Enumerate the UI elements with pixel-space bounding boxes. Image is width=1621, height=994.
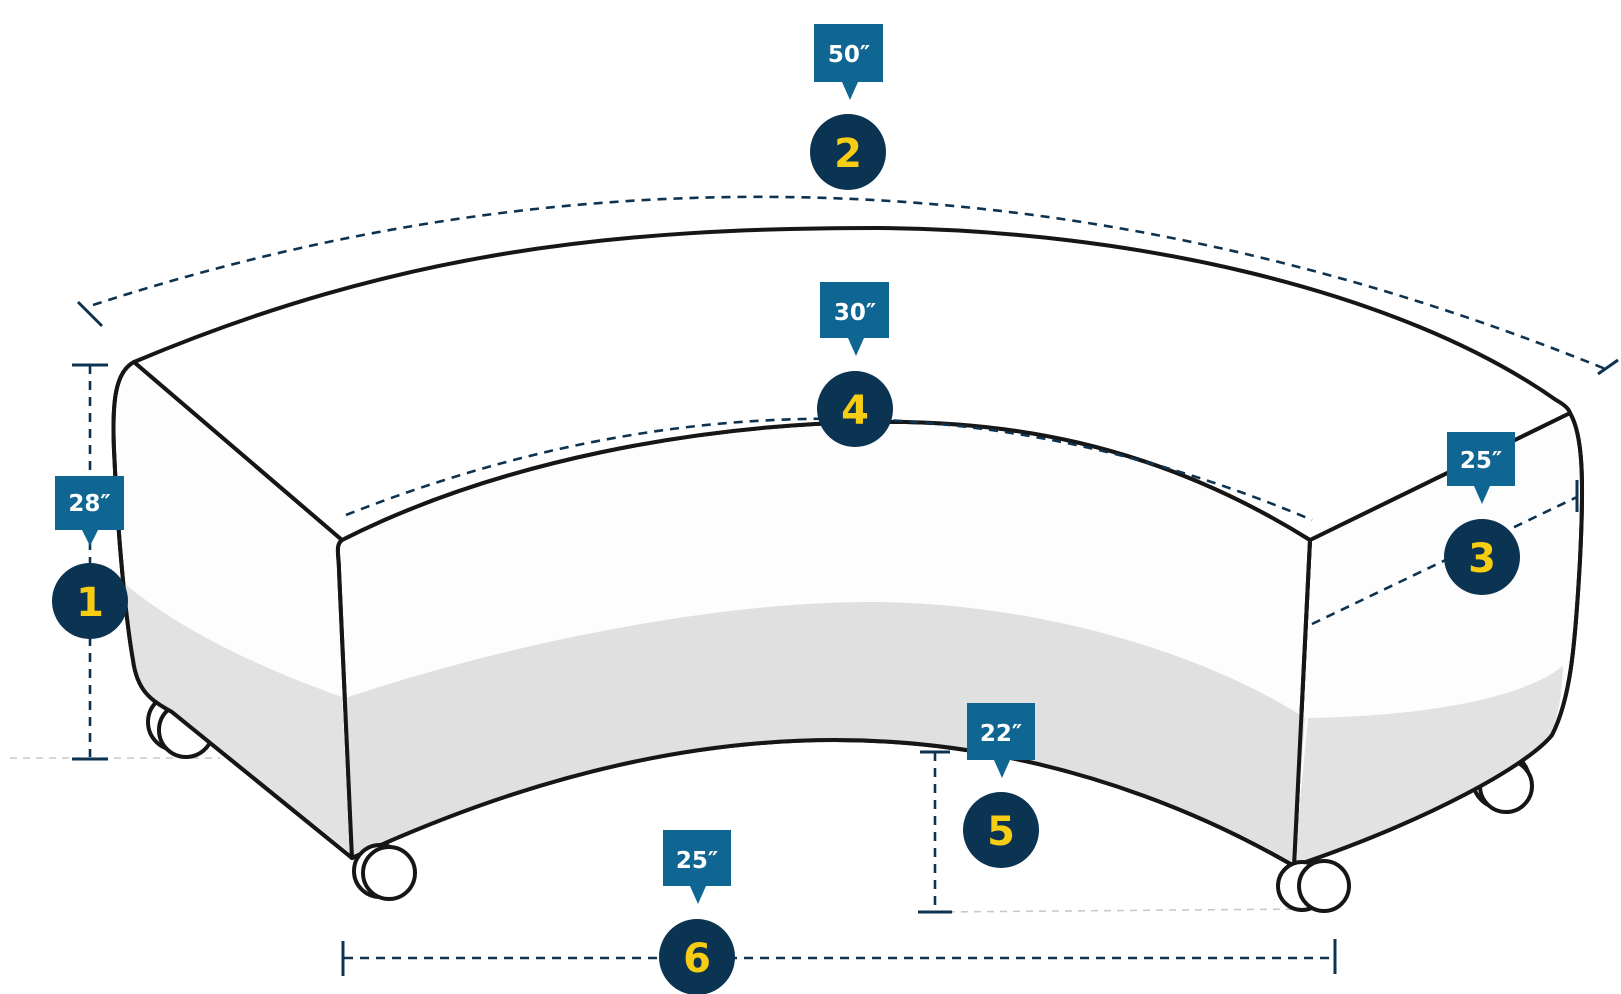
bench-front-shadow [345,602,1305,863]
badge-6 [659,919,735,994]
value-tag-1 [55,476,124,546]
value-label-5: 22″ [980,721,1022,747]
value-tag-2 [814,24,883,100]
badge-3 [1444,519,1520,595]
bench-left-side-shadow [125,584,350,853]
dimension-callout-3: 25″ 3 [1444,432,1520,595]
badge-4 [817,371,893,447]
value-tag-4 [820,282,889,356]
value-label-6: 25″ [676,848,718,874]
badge-number-6: 6 [683,936,711,982]
badge-5 [963,792,1039,868]
outer-arc-cap-right [1597,358,1619,376]
bench-body [111,226,1585,868]
value-label-4: 30″ [834,300,876,326]
wheel-front-right [1276,859,1351,913]
badge-number-3: 3 [1468,536,1496,582]
outer-arc-cap-left [76,300,104,328]
dimension-callout-1: 28″ 1 [52,476,128,639]
value-label-2: 50″ [828,42,870,68]
ground-line-right [934,908,1311,913]
badge-number-1: 1 [76,580,104,626]
badge-number-4: 4 [841,388,869,434]
badge-2 [810,114,886,190]
dimension-callout-5: 22″ 5 [963,703,1039,868]
dimension-callout-4: 30″ 4 [817,282,893,447]
wheel-front-left [352,843,417,901]
value-label-1: 28″ [68,491,110,517]
dimension-callout-2: 50″ 2 [810,24,886,190]
value-tag-3 [1447,432,1515,504]
value-tag-5 [967,703,1035,778]
badge-number-2: 2 [834,131,862,177]
bench-right-side-shadow [1294,666,1563,865]
badge-number-5: 5 [987,809,1015,855]
badge-1 [52,563,128,639]
value-label-3: 25″ [1460,448,1502,474]
value-tag-6 [663,830,731,904]
dimension-callout-6: 25″ 6 [659,830,735,994]
